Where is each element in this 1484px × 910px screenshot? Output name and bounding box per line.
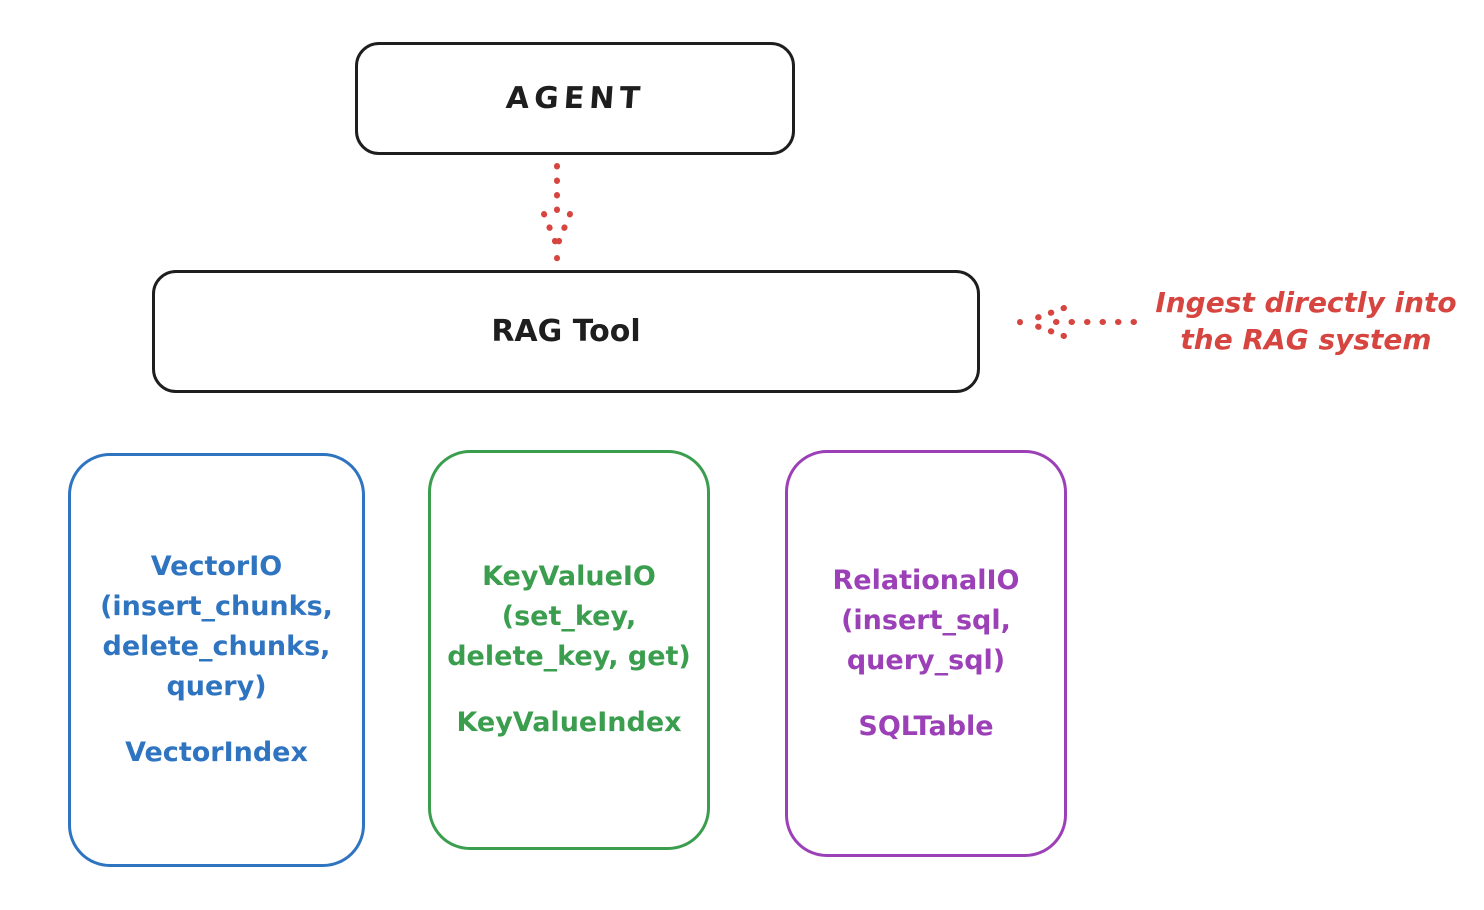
storage-line: VectorIO bbox=[150, 551, 283, 582]
agent-to-rag-arrow-icon bbox=[541, 163, 573, 262]
agent-node: AGENT bbox=[355, 42, 795, 155]
vector-io-lines: VectorIO (insert_chunks, delete_chunks, … bbox=[100, 547, 333, 707]
relational-io-node: RelationalIO (insert_sql, query_sql) SQL… bbox=[785, 450, 1067, 857]
key-value-io-lines: KeyValueIO (set_key, delete_key, get) bbox=[447, 557, 691, 677]
key-value-io-node: KeyValueIO (set_key, delete_key, get) Ke… bbox=[428, 450, 710, 850]
storage-line: delete_key, get) bbox=[447, 641, 691, 672]
vector-io-node: VectorIO (insert_chunks, delete_chunks, … bbox=[68, 453, 365, 867]
key-value-index-label: KeyValueIndex bbox=[456, 707, 682, 738]
relational-io-lines: RelationalIO (insert_sql, query_sql) bbox=[833, 561, 1020, 681]
storage-line: KeyValueIO bbox=[482, 561, 656, 592]
ingest-arrow-icon bbox=[1017, 305, 1137, 339]
ingest-annotation: Ingest directly into the RAG system bbox=[1128, 284, 1484, 358]
rag-tool-label: RAG Tool bbox=[491, 314, 641, 349]
agent-label: AGENT bbox=[504, 81, 646, 116]
storage-line: query) bbox=[166, 671, 267, 702]
storage-line: (set_key, bbox=[501, 601, 637, 632]
vector-index-label: VectorIndex bbox=[125, 737, 308, 768]
sql-table-label: SQLTable bbox=[858, 710, 994, 742]
storage-line: query_sql) bbox=[846, 644, 1006, 676]
ingest-annotation-line1: Ingest directly into bbox=[1155, 286, 1457, 319]
storage-line: delete_chunks, bbox=[102, 631, 331, 662]
rag-tool-node: RAG Tool bbox=[152, 270, 980, 393]
storage-line: (insert_chunks, bbox=[100, 591, 333, 622]
storage-line: RelationalIO bbox=[832, 564, 1020, 596]
ingest-annotation-line2: the RAG system bbox=[1180, 323, 1432, 356]
storage-line: (insert_sql, bbox=[841, 604, 1011, 636]
